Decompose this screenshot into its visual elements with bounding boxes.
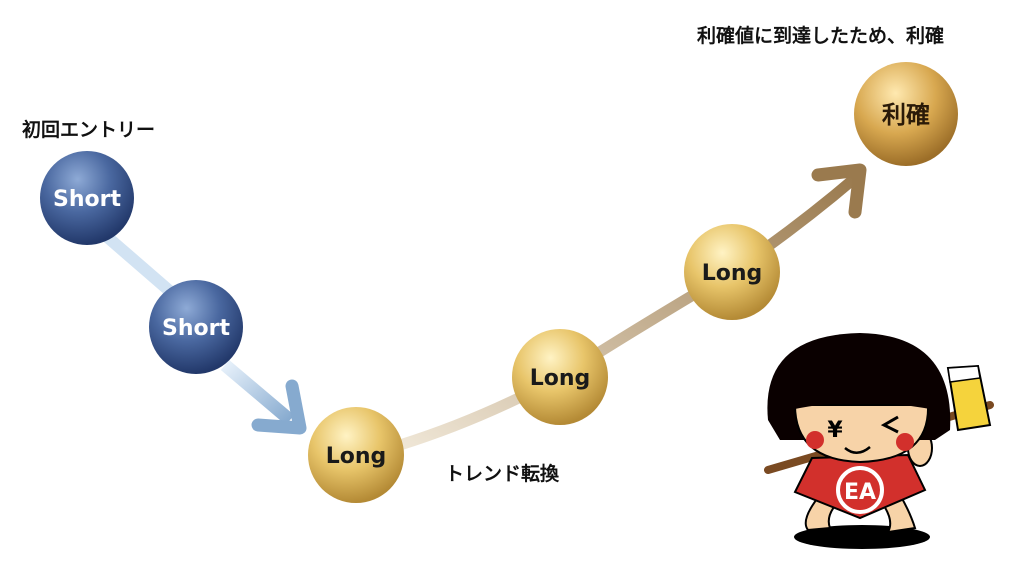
node-label: Long [530, 366, 591, 391]
blue-arrow-shaft-2 [220, 360, 295, 425]
shirt-logo: EA [844, 480, 876, 505]
gold-arrow-shaft [398, 173, 859, 451]
node-long-2: Long [512, 329, 608, 425]
gold-arrowhead [811, 163, 867, 219]
node-label: Long [326, 444, 387, 469]
yen-eye: ¥ [827, 418, 843, 443]
node-short-2: Short [149, 280, 243, 374]
node-label: Long [702, 261, 763, 286]
node-long-3: Long [684, 224, 780, 320]
node-long-1: Long [308, 407, 404, 503]
mascot-illustration: EA ¥ [764, 333, 994, 549]
blue-arrowhead [251, 379, 307, 435]
node-label: 利確 [882, 101, 930, 129]
node-take-profit: 利確 [854, 62, 958, 166]
node-label: Short [162, 316, 230, 341]
trend-change-label: トレンド転換 [445, 463, 560, 485]
take-profit-note: 利確値に到達したため、利確 [697, 25, 945, 47]
blue-arrow-shaft-1 [101, 230, 184, 305]
node-label: Short [53, 187, 121, 212]
first-entry-label: 初回エントリー [22, 119, 156, 141]
node-short-1: Short [40, 151, 134, 245]
